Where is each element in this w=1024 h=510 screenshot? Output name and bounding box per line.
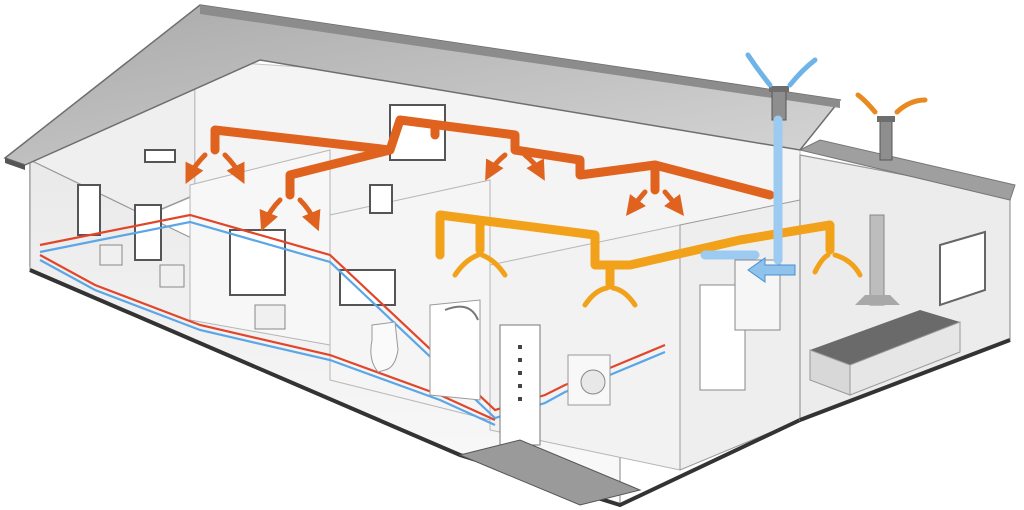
washer-drum: [580, 369, 606, 395]
shower-head: [444, 305, 479, 321]
window-bath: [339, 269, 396, 306]
cold-floor-pipe: [39, 259, 496, 427]
range-hood-icon: [869, 214, 885, 306]
vent-cap: [877, 116, 895, 122]
radiator-icon: [254, 304, 286, 330]
supply-duct: [210, 115, 775, 200]
doormat: [458, 439, 642, 506]
kitchen-extension: [798, 139, 1016, 422]
roof-eave: [5, 158, 25, 170]
fresh-air-intake-arrow: [747, 257, 796, 283]
vent-pipe-icon: [771, 89, 787, 121]
ducts: [210, 115, 835, 290]
hot-floor-pipe: [39, 254, 496, 422]
vent-pipe-icon: [879, 119, 893, 161]
hood-canopy: [855, 295, 900, 305]
roof-arrows: [745, 52, 928, 115]
window-interior: [369, 184, 393, 214]
window-left-1: [77, 184, 101, 236]
bathroom: [370, 299, 611, 446]
kitchen-counter-side: [849, 321, 961, 396]
extension-window: [939, 230, 986, 307]
extension-floor-edge: [799, 338, 1011, 422]
window-back-small: [144, 149, 176, 163]
roof-ridge: [200, 5, 840, 108]
main-roof: [3, 4, 842, 170]
kitchen-counter-top: [810, 310, 960, 365]
shower-icon: [429, 299, 481, 401]
radiators: [99, 244, 286, 330]
supply-branch-1: [285, 145, 395, 200]
extract-arrows: [452, 252, 863, 308]
vent-cap: [769, 86, 789, 92]
door-panel-dots: [518, 345, 522, 401]
toilet-icon: [370, 321, 399, 373]
radiator-icon: [159, 264, 185, 288]
intake-arrow: [747, 257, 796, 283]
chimney-vents: [769, 86, 895, 161]
extension-roof: [798, 139, 1016, 201]
supply-arrows: [185, 152, 685, 232]
radiator-icon: [99, 244, 123, 266]
